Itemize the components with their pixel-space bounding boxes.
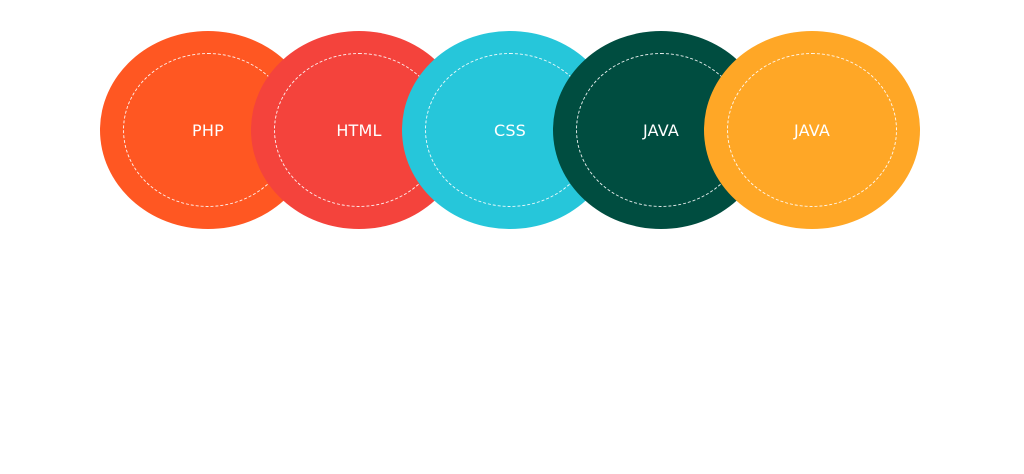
skill-label: PHP — [192, 120, 224, 140]
skill-circle-java-2[interactable]: JAVA — [704, 31, 920, 229]
skill-label: JAVA — [642, 120, 680, 140]
skill-label: HTML — [336, 120, 382, 140]
dashed-ring — [727, 53, 897, 207]
skill-label: JAVA — [793, 120, 831, 140]
skill-label: CSS — [493, 120, 527, 140]
